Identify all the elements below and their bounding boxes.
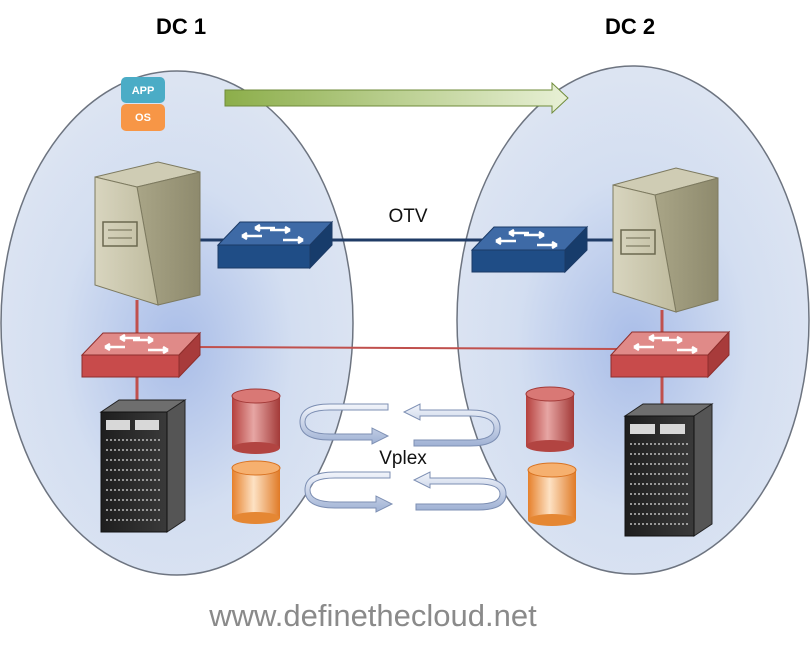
red-disk-icon	[525, 386, 575, 452]
os-label: OS	[135, 112, 151, 124]
orange-disk-icon	[231, 460, 281, 524]
app-os-badge: APP OS	[121, 77, 165, 131]
dc2-title: DC 2	[605, 14, 655, 39]
red-switch-icon	[609, 330, 731, 379]
vplex-label: Vplex	[379, 448, 427, 469]
red-disk-icon	[231, 388, 281, 454]
rack-server-icon	[99, 399, 187, 533]
migration-arrow-icon	[224, 81, 569, 115]
server-tower-icon	[612, 167, 719, 313]
footer-url: www.definethecloud.net	[208, 598, 537, 633]
rack-server-icon	[623, 403, 714, 537]
sync-arrows-icon	[299, 403, 507, 513]
orange-disk-icon	[527, 462, 577, 526]
red-interdc-link	[189, 346, 621, 350]
app-label: APP	[132, 85, 155, 97]
red-switch-icon	[80, 331, 202, 379]
os-badge	[121, 104, 165, 131]
app-badge	[121, 77, 165, 103]
blue-switch-icon	[216, 220, 334, 270]
dc1-title: DC 1	[156, 14, 206, 39]
otv-label: OTV	[388, 206, 427, 227]
blue-switch-icon	[470, 225, 589, 274]
server-tower-icon	[94, 161, 201, 306]
